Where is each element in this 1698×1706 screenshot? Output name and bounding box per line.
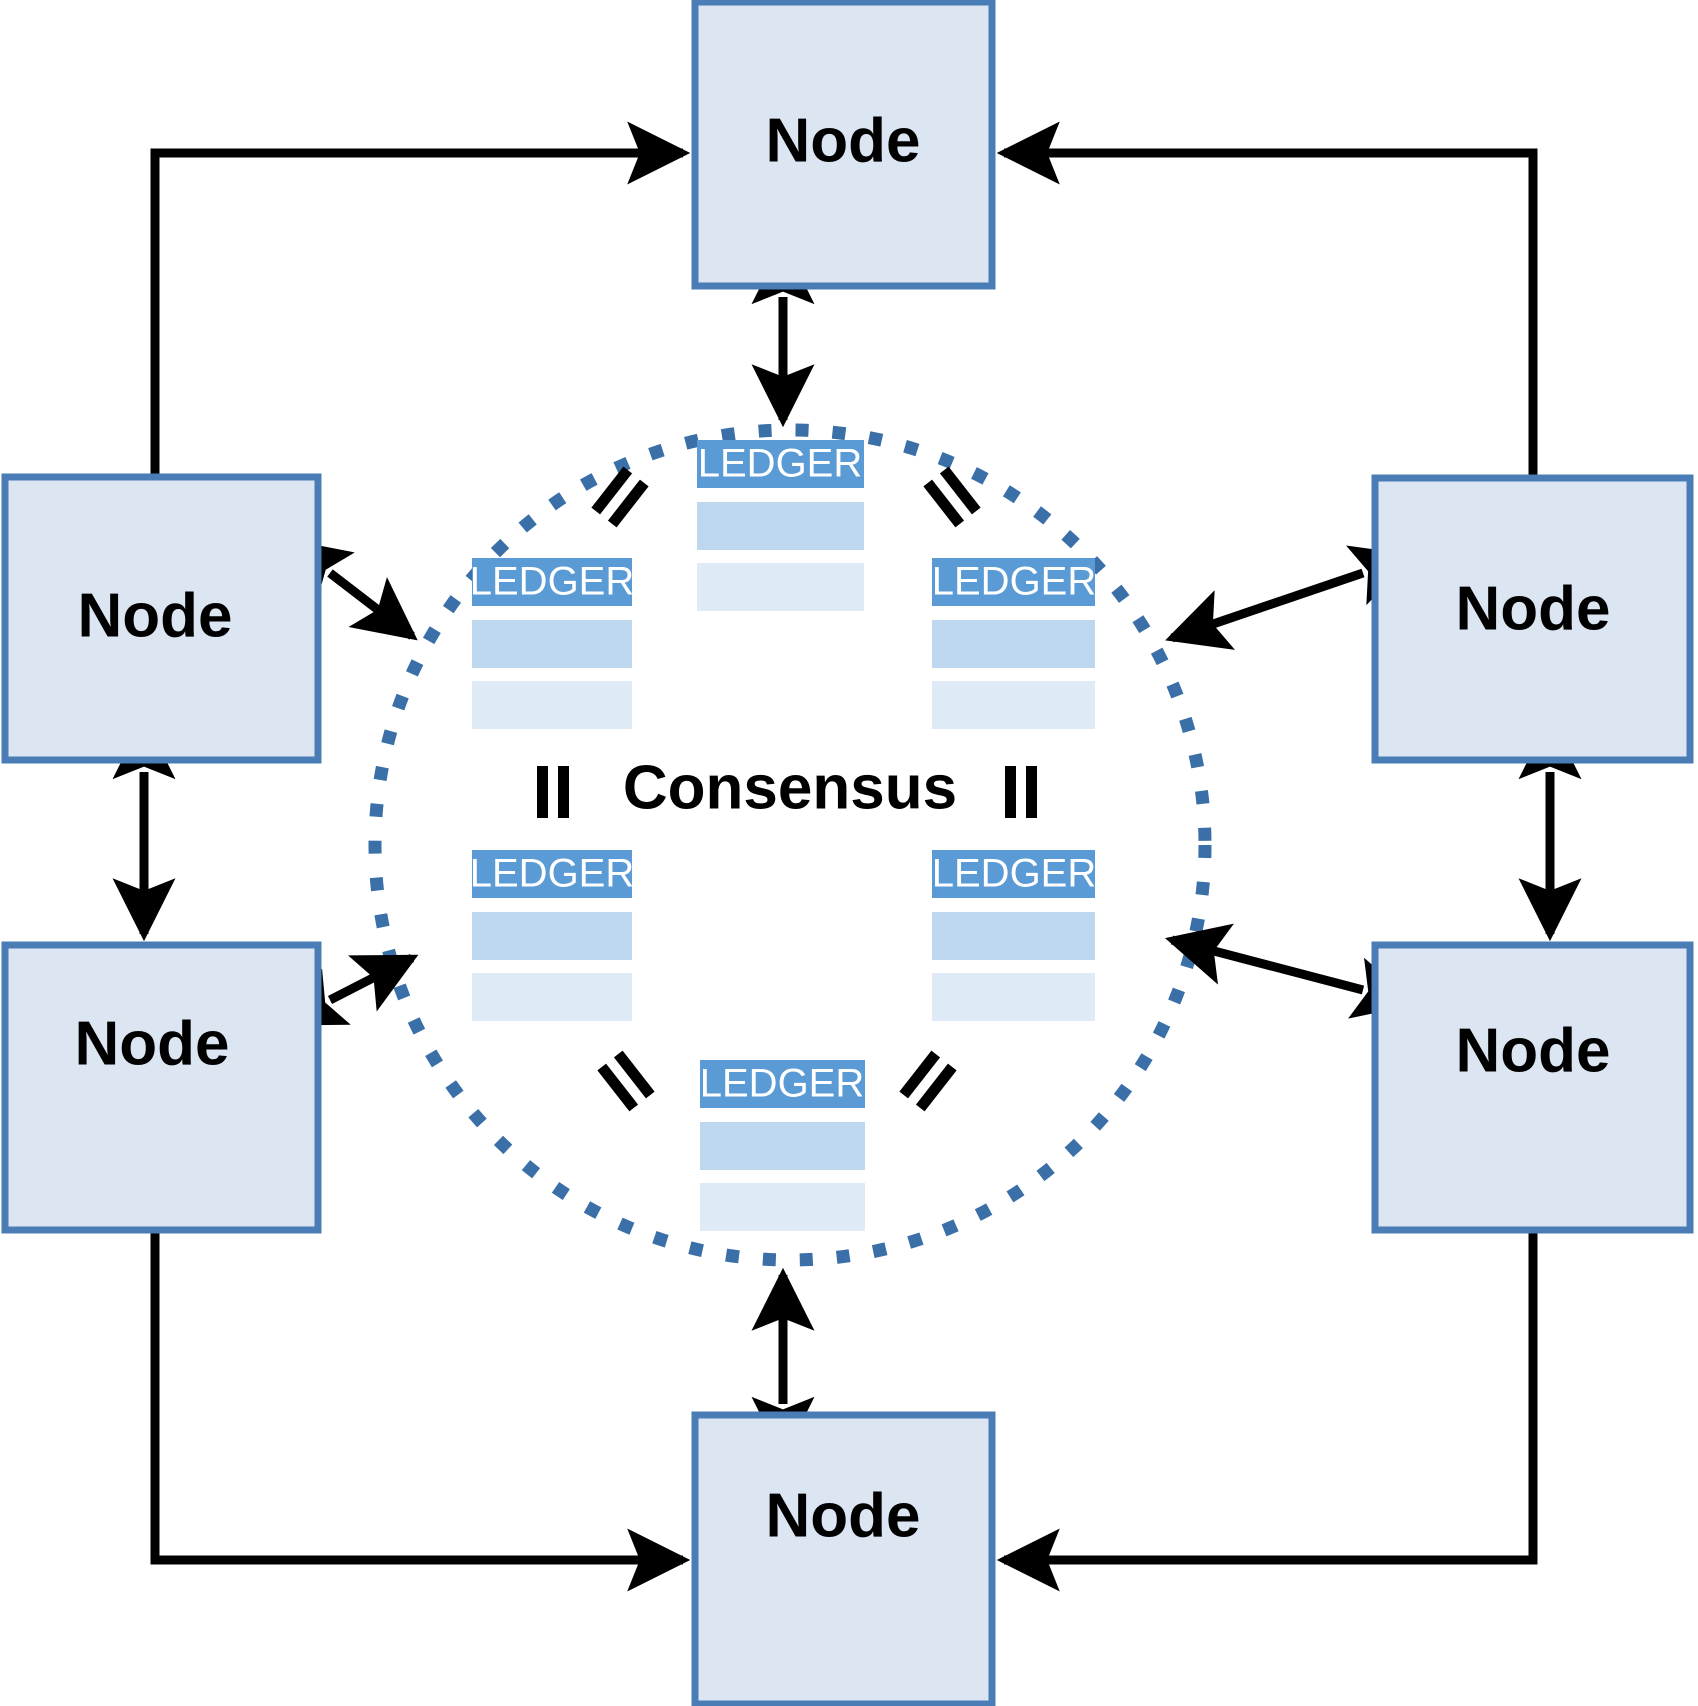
node-label: Node [1456,574,1611,643]
node-box[interactable] [1,473,322,764]
arrow-right-upper-to-top [996,121,1538,478]
equals-icon [591,466,633,515]
node-box[interactable] [691,0,996,290]
node-box[interactable] [1371,474,1694,764]
ledger-bottom[interactable]: LEDGER [700,1060,865,1231]
ledger-label: LEDGER [470,560,635,604]
outer-connections [112,121,1582,1592]
ledger-row [697,563,864,611]
equals-icon [1005,766,1016,818]
node-left-lower[interactable]: Node [1,941,322,1234]
ledger-row [697,502,864,550]
ledger-label: LEDGER [932,852,1097,896]
arrow-left-lower-to-bottom [150,1230,691,1592]
equals-icon [607,479,649,528]
arrow-left-upper-to-circle [285,539,418,641]
node-box[interactable] [1,941,322,1234]
ledger-header[interactable] [472,558,632,606]
consensus-circle [368,423,1212,1267]
node-label: Node [766,106,921,175]
node-left-upper[interactable]: Node [1,473,322,764]
equals-icon [899,1050,941,1099]
ledger-label: LEDGER [932,560,1097,604]
ledger-right-upper[interactable]: LEDGER [932,558,1097,729]
ledger-top[interactable]: LEDGER [697,440,864,611]
arrow-right-lower-to-circle [1165,923,1417,1019]
node-circle-connections [280,241,1417,1460]
arrow-left-lower-to-circle [280,953,419,1026]
equals-icon [537,766,548,818]
ledger-row [700,1122,865,1170]
ledger-row [932,681,1095,729]
node-right-lower[interactable]: Node [1371,941,1694,1234]
node-top[interactable]: Node [691,0,996,290]
ledger-row [472,620,632,668]
equals-marks [537,466,1037,1112]
arrow-left-upper-to-top [150,121,691,477]
ledger-header[interactable] [932,850,1095,898]
equals-icon [558,766,569,818]
ledger-row [932,973,1095,1021]
ledger-header[interactable] [697,440,864,488]
node-label: Node [75,1009,230,1078]
arrow-right-upper-to-circle [1165,545,1416,650]
ledger-row [932,620,1095,668]
node-label: Node [78,581,233,650]
ledger-row [472,681,632,729]
ledger-label: LEDGER [700,1062,865,1106]
node-bottom[interactable]: Node [691,1411,996,1706]
ledger-header[interactable] [700,1060,865,1108]
ledger-label: LEDGER [470,852,635,896]
arrow-right-lower-to-bottom [996,1230,1538,1592]
ledger-label: LEDGER [698,442,863,486]
ledger-right-lower[interactable]: LEDGER [932,850,1097,1021]
consensus-label: Consensus [623,753,957,822]
ledger-left-lower[interactable]: LEDGER [470,850,635,1021]
node-box[interactable] [1371,941,1694,1234]
ledger-row [700,1183,865,1231]
equals-icon [613,1050,655,1099]
ledger-row [472,912,632,960]
ledger-left-upper[interactable]: LEDGER [470,558,635,729]
node-label: Node [1456,1016,1611,1085]
node-right-upper[interactable]: Node [1371,474,1694,764]
equals-icon [597,1063,639,1112]
ledger-header[interactable] [472,850,632,898]
equals-icon [915,1063,957,1112]
node-label: Node [766,1481,921,1550]
ledger-header[interactable] [932,558,1095,606]
ledger-row [932,912,1095,960]
equals-icon [923,479,965,528]
equals-icon [1026,766,1037,818]
equals-icon [939,466,981,515]
node-box[interactable] [691,1411,996,1706]
ledger-row [472,973,632,1021]
